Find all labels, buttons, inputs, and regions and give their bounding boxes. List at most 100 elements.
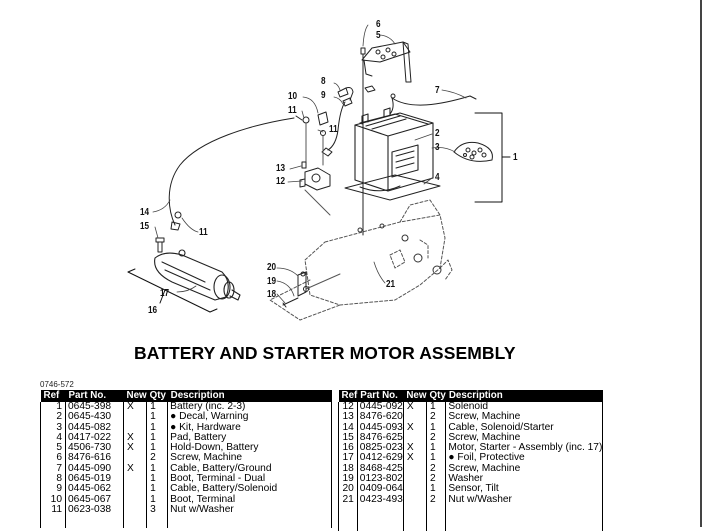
terminal-boot-drawing	[317, 111, 329, 126]
cell-description: Hold-Down, Battery	[167, 442, 332, 454]
cell-qty: 2	[426, 473, 446, 485]
ground-cable-drawing	[389, 93, 477, 115]
callout-6: 6	[376, 19, 381, 30]
cell-qty: 1	[146, 494, 168, 505]
tilt-sensor-drawing	[297, 271, 309, 297]
header-ref: Ref	[338, 390, 358, 402]
cell-ref: 14	[338, 422, 358, 433]
cell-qty: 1	[146, 422, 168, 433]
cell-description: Washer	[445, 473, 604, 485]
cell-qty: 1	[426, 422, 446, 433]
cell-description: Cable, Solenoid/Starter	[445, 422, 604, 433]
cell-new: X	[402, 453, 427, 464]
cell-new: X	[122, 432, 147, 444]
screw-6-drawing	[360, 47, 366, 236]
cell-part-no: 0412-629	[356, 453, 404, 464]
page-title: BATTERY AND STARTER MOTOR ASSEMBLY	[134, 343, 516, 363]
cell-part-no: 8468-425	[356, 463, 404, 475]
cell-ref: 2	[40, 411, 66, 423]
cell-part-no: 0445-090	[65, 463, 124, 475]
callout-1: 1	[513, 152, 518, 163]
cell-new	[122, 474, 147, 485]
cell-new: X	[122, 463, 147, 475]
leader-lines	[152, 24, 467, 304]
cell-new	[402, 412, 427, 423]
starter-motor-drawing	[154, 249, 241, 301]
cell-part-no: 0645-398	[65, 401, 124, 413]
cell-qty: 1	[146, 401, 168, 413]
callout-5: 5	[376, 30, 381, 41]
cell-description: Boot, Terminal - Dual	[167, 473, 332, 485]
cell-ref: 17	[338, 453, 358, 464]
callout-11-bottom: 11	[199, 227, 208, 238]
cell-part-no: 0645-430	[65, 411, 124, 423]
empty-cell	[402, 504, 427, 518]
cell-part-no: 0445-062	[65, 484, 124, 495]
cell-new	[402, 474, 427, 485]
cell-qty: 3	[146, 504, 168, 516]
header-qty: Qty	[146, 390, 168, 402]
cell-description: Screw, Machine	[445, 411, 604, 423]
header-ref: Ref	[40, 390, 66, 402]
empty-cell	[40, 515, 66, 529]
cell-new: X	[402, 442, 427, 454]
cell-qty: 2	[146, 453, 168, 464]
empty-cell	[402, 517, 427, 531]
cell-description: Nut w/Washer	[445, 494, 604, 505]
cell-part-no: 0123-802	[356, 473, 404, 485]
cell-ref: 8	[40, 473, 66, 485]
cell-qty: 1	[426, 453, 446, 464]
cell-part-no: 0409-064	[356, 484, 404, 495]
callout-bracket-1	[474, 112, 511, 203]
cell-part-no: 4506-730	[65, 442, 124, 454]
callout-9: 9	[321, 90, 326, 101]
empty-cell	[356, 504, 404, 518]
cell-part-no: 8476-620	[356, 411, 404, 423]
nut-11-drawing	[174, 116, 326, 219]
cell-qty: 2	[426, 432, 446, 444]
cell-ref: 9	[40, 484, 66, 495]
cell-part-no: 0417-022	[65, 432, 124, 444]
cell-description: Boot, Terminal	[167, 494, 332, 505]
empty-cell	[445, 517, 604, 531]
table-spacer-row	[338, 517, 604, 531]
cell-description: Battery (inc. 2-3)	[167, 401, 332, 413]
cell-part-no: 0445-092	[356, 401, 404, 413]
exploded-diagram: 1 2 3 4 5 6 7 8 9 10 11 11 11 12 13 14 1…	[127, 19, 518, 321]
cell-qty: 1	[426, 401, 446, 413]
empty-cell	[426, 504, 446, 518]
cell-ref: 20	[338, 484, 358, 495]
cell-qty: 1	[146, 463, 168, 475]
cell-new: X	[122, 401, 147, 413]
cell-description: Cable, Battery/Ground	[167, 463, 332, 475]
cell-new: X	[402, 422, 427, 433]
cell-new	[402, 463, 427, 475]
cell-new	[122, 422, 147, 433]
cell-ref: 11	[40, 504, 66, 516]
callout-18: 18	[267, 289, 277, 300]
callout-16: 16	[148, 305, 158, 316]
screw-13-drawing	[301, 161, 307, 169]
solenoid-drawing	[299, 167, 331, 216]
table-header-row: Ref Part No. New Qty Description	[40, 390, 332, 402]
cell-description: ● Decal, Warning	[167, 411, 332, 423]
empty-cell	[356, 517, 404, 531]
page-edge-line	[700, 0, 702, 527]
document-number: 0746-572	[40, 380, 74, 389]
cell-qty: 2	[426, 463, 446, 475]
cell-description: Screw, Machine	[167, 453, 332, 464]
cell-part-no: 0423-493	[356, 494, 404, 505]
cell-description: Cable, Battery/Solenoid	[167, 484, 332, 495]
header-description: Description	[445, 390, 603, 402]
callout-12: 12	[276, 176, 286, 187]
cell-ref: 21	[338, 494, 358, 505]
cell-new	[122, 494, 147, 505]
empty-cell	[167, 515, 332, 529]
